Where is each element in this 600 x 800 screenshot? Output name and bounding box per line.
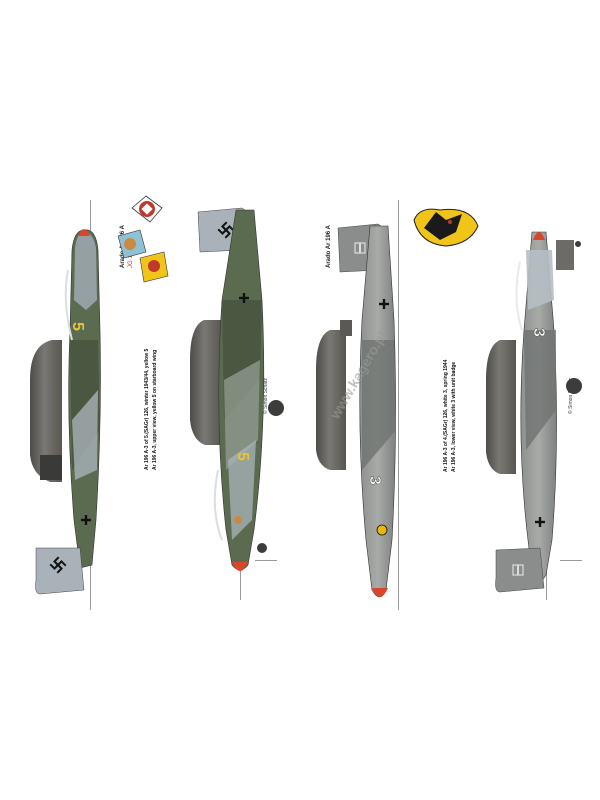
badge-shape xyxy=(424,212,462,240)
float-shape xyxy=(340,320,352,336)
aircraft-2-profile: 5 xyxy=(190,207,284,571)
red-nose-shape xyxy=(533,232,545,240)
badge-shape xyxy=(148,260,160,272)
emblem-shape xyxy=(376,524,388,536)
aircraft-3-profile: 3 xyxy=(316,223,396,598)
reference-line-h1 xyxy=(255,560,277,561)
propeller-hub-shape xyxy=(575,241,581,247)
tail-marking-icon xyxy=(512,564,524,576)
canopy-shape xyxy=(213,469,223,541)
red-nose-shape xyxy=(372,588,388,597)
balkenkreuz-icon xyxy=(239,293,249,303)
camouflage-shape xyxy=(526,250,554,310)
aircraft-code: 5 xyxy=(234,452,251,461)
tail-marking-icon xyxy=(354,242,366,254)
camouflage-shape xyxy=(72,390,98,480)
camouflage-shape xyxy=(524,330,556,450)
propeller-hub-shape xyxy=(566,378,582,394)
aircraft-1-profile: 5 xyxy=(30,229,101,595)
propeller-hub-shape xyxy=(257,543,267,553)
propeller-hub-shape xyxy=(268,400,284,416)
float-shape xyxy=(486,340,516,474)
red-nose-shape xyxy=(232,562,248,571)
balkenkreuz-icon xyxy=(535,517,545,527)
tail-fin-shape xyxy=(495,547,545,593)
balkenkreuz-icon xyxy=(379,299,389,309)
canopy-shape xyxy=(515,261,523,331)
emblem-shape xyxy=(234,516,242,524)
float-shape xyxy=(316,330,346,470)
swastika-icon xyxy=(49,556,67,574)
camouflage-shape xyxy=(224,360,260,470)
swastika-icon xyxy=(217,221,235,239)
reference-line-h2 xyxy=(560,560,582,561)
aircraft-code: 5 xyxy=(69,322,86,331)
fuselage-shape xyxy=(74,232,97,310)
camouflage-shape xyxy=(362,340,396,470)
aircraft-code: 3 xyxy=(530,328,547,337)
red-nose-shape xyxy=(78,229,90,236)
float-shape xyxy=(190,320,222,445)
badge-shape xyxy=(141,203,153,215)
badge-shape xyxy=(448,220,452,224)
unit-badges-left xyxy=(117,195,169,283)
float-shape xyxy=(40,455,62,480)
unit-badge-right xyxy=(413,208,479,247)
reference-line-3 xyxy=(398,200,399,610)
canopy-shape xyxy=(64,269,73,341)
aircraft-code: 3 xyxy=(366,476,383,485)
aircraft-4-profile: 3 xyxy=(486,231,582,593)
camouflage-shape xyxy=(228,440,256,540)
float-shape xyxy=(30,340,62,482)
tail-strut-shape xyxy=(556,240,574,270)
balkenkreuz-icon xyxy=(81,515,91,525)
badge-shape xyxy=(124,238,136,250)
